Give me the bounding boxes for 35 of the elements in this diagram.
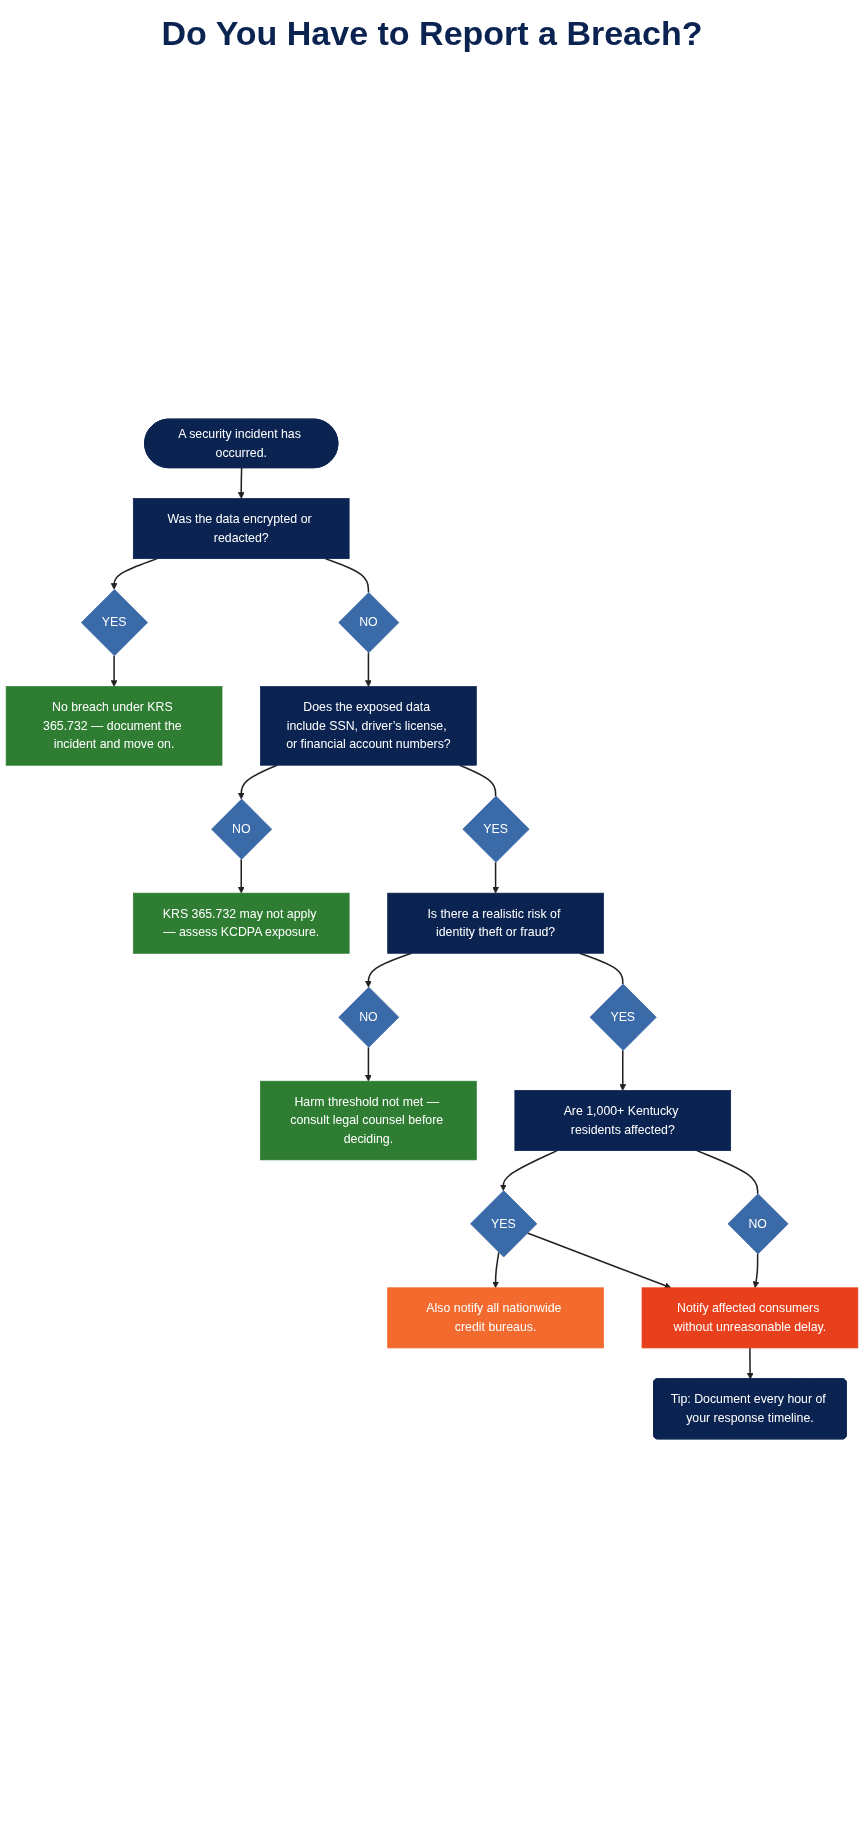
arrow bbox=[237, 764, 278, 800]
arrow bbox=[752, 1253, 760, 1289]
node-box: Does the exposed data include SSN, driver’s license, or financial account numbers? bbox=[260, 686, 477, 766]
arrow bbox=[526, 1232, 672, 1289]
node-box: Notify affected consumers without unreasonable delay. bbox=[641, 1287, 859, 1349]
node-box: Is there a realistic risk of identity theft or fraud? bbox=[387, 892, 604, 954]
node-diamond: YES bbox=[589, 983, 657, 1051]
node-box: Are 1,000+ Kentucky residents affected? bbox=[514, 1090, 732, 1151]
node-diamond: NO bbox=[211, 798, 273, 860]
node-diamond: YES bbox=[80, 589, 148, 657]
arrow bbox=[110, 655, 118, 687]
connector bbox=[459, 764, 497, 797]
arrow bbox=[746, 1347, 754, 1380]
node-box: Also notify all nationwide credit bureaus. bbox=[387, 1287, 604, 1349]
node-box: Was the data encrypted or redacted? bbox=[132, 498, 350, 560]
node-diamond: NO bbox=[338, 592, 400, 654]
arrow bbox=[492, 861, 499, 894]
arrow bbox=[365, 1046, 372, 1082]
arrow bbox=[499, 1149, 558, 1191]
arrow bbox=[237, 467, 245, 499]
arrow bbox=[619, 1049, 627, 1091]
node-diamond: YES bbox=[462, 795, 530, 863]
title: Do You Have to Report a Breach? bbox=[160, 14, 704, 53]
node-diamond: NO bbox=[727, 1193, 789, 1255]
node-box: Harm threshold not met — consult legal counsel before deciding. bbox=[260, 1080, 477, 1161]
node-box: No breach under KRS 365.732 — document the incident and move on. bbox=[5, 686, 223, 766]
arrow bbox=[365, 651, 372, 687]
node-diamond: YES bbox=[470, 1190, 538, 1258]
arrow bbox=[110, 557, 158, 590]
node-box: KRS 365.732 may not apply — assess KCDPA exposure. bbox=[132, 892, 350, 954]
connector bbox=[696, 1149, 759, 1195]
arrow bbox=[492, 1251, 500, 1289]
node-diamond: NO bbox=[338, 986, 400, 1048]
connector bbox=[324, 557, 370, 594]
arrow bbox=[237, 858, 245, 894]
